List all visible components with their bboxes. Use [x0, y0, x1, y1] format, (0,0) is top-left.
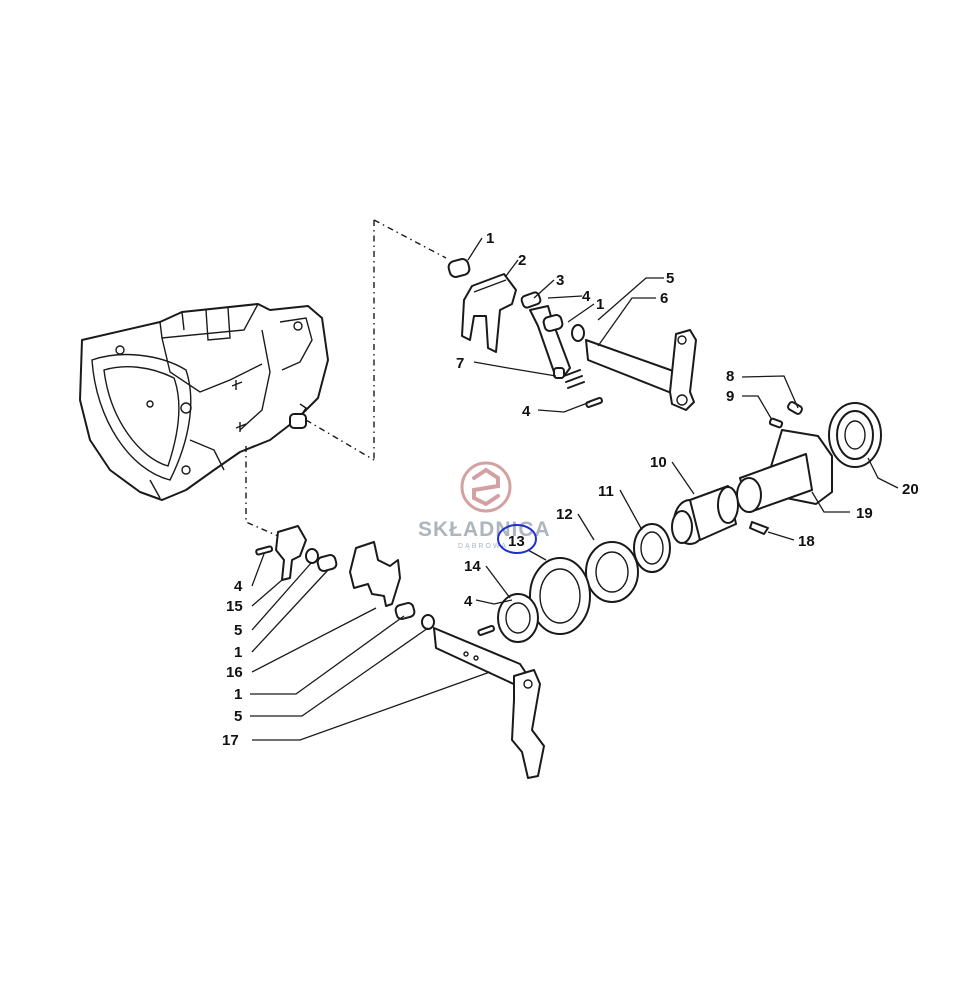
lower-fork-assembly — [255, 525, 545, 779]
callout-13: 13 — [508, 533, 525, 550]
callout-4: 4 — [522, 403, 531, 420]
callout-19: 19 — [856, 505, 873, 522]
callout-5: 5 — [234, 708, 242, 725]
callout-17: 17 — [222, 732, 239, 749]
upper-fork-assembly — [447, 258, 697, 411]
callout-5: 5 — [234, 622, 242, 639]
transmission-housing — [79, 303, 329, 501]
callout-3: 3 — [556, 272, 564, 289]
assembly-lines — [245, 219, 447, 537]
watermark-brand: SKŁADNICA — [418, 518, 551, 541]
callout-1: 1 — [486, 230, 494, 247]
callout-14: 14 — [464, 558, 481, 575]
callout-20: 20 — [902, 481, 919, 498]
callout-15: 15 — [226, 598, 243, 615]
callout-10: 10 — [650, 454, 667, 471]
callout-1: 1 — [234, 686, 242, 703]
callout-16: 16 — [226, 664, 243, 681]
callout-5: 5 — [666, 270, 674, 287]
callout-4: 4 — [464, 593, 473, 610]
callout-1: 1 — [596, 296, 604, 313]
watermark-logo-icon — [460, 461, 512, 513]
watermark: SKŁADNICA DĄBROWA — [418, 461, 551, 550]
callout-8: 8 — [726, 368, 734, 385]
callout-6: 6 — [660, 290, 668, 307]
callout-7: 7 — [456, 355, 464, 372]
callout-4: 4 — [234, 578, 243, 595]
callouts: 1 2 3 4 1 5 6 7 4 8 9 10 11 12 13 14 4 1… — [222, 230, 919, 749]
callout-9: 9 — [726, 388, 734, 405]
callout-12: 12 — [556, 506, 573, 523]
callout-1: 1 — [234, 644, 242, 661]
callout-11: 11 — [598, 483, 614, 500]
release-bearing-assembly — [497, 401, 882, 643]
callout-4: 4 — [582, 288, 591, 305]
leader-lines — [250, 237, 899, 741]
watermark-sub: DĄBROWA — [458, 543, 508, 550]
callout-2: 2 — [518, 252, 526, 269]
highlight-circle — [497, 524, 537, 554]
callout-18: 18 — [798, 533, 815, 550]
watermark-logo-mark — [472, 467, 500, 507]
